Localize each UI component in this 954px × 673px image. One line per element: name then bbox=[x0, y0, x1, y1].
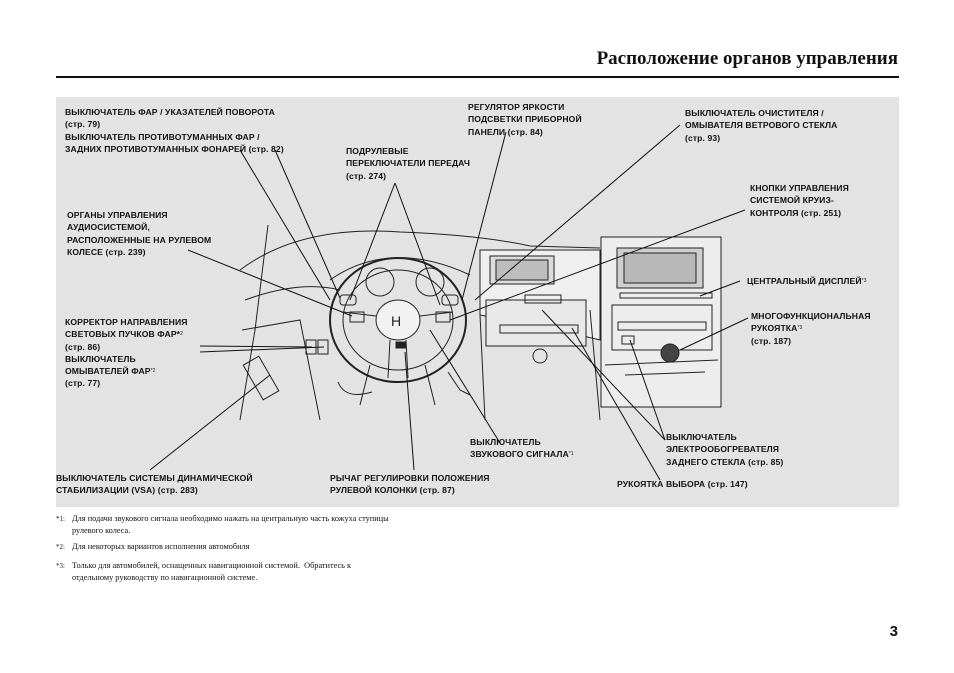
page-title: Расположение органов управления bbox=[596, 48, 898, 69]
footnote-mark: *3: bbox=[56, 562, 65, 570]
footnote-mark: *1: bbox=[56, 515, 65, 523]
footnote-text: Только для автомобилей, оснащенных навиг… bbox=[72, 561, 352, 582]
page-number: 3 bbox=[889, 623, 898, 640]
label-audio-controls: ОРГАНЫ УПРАВЛЕНИЯ АУДИОСИСТЕМОЙ, РАСПОЛО… bbox=[67, 210, 212, 257]
label-selector-knob: РУКОЯТКА ВЫБОРА (стр. 147) bbox=[617, 479, 748, 489]
label-vsa-switch: ВЫКЛЮЧАТЕЛЬ СИСТЕМЫ ДИНАМИЧЕСКОЙ СТАБИЛИ… bbox=[56, 473, 253, 496]
footnote-text: Для некоторых вариантов исполнения автом… bbox=[72, 542, 250, 551]
label-brightness-control: РЕГУЛЯТОР ЯРКОСТИ ПОДСВЕТКИ ПРИБОРНОЙ ПА… bbox=[468, 102, 582, 137]
label-cruise-buttons: КНОПКИ УПРАВЛЕНИЯ СИСТЕМОЙ КРУИЗ- КОНТРО… bbox=[750, 183, 849, 218]
label-headlight-leveler: КОРРЕКТОР НАПРАВЛЕНИЯ СВЕТОВЫХ ПУЧКОВ ФА… bbox=[65, 317, 188, 389]
label-multifunction-knob: МНОГОФУНКЦИОНАЛЬНАЯ РУКОЯТКА*3 (стр. 187… bbox=[751, 311, 871, 346]
label-center-display: ЦЕНТРАЛЬНЫЙ ДИСПЛЕЙ*3 bbox=[747, 276, 867, 286]
label-tilt-lever: РЫЧАГ РЕГУЛИРОВКИ ПОЛОЖЕНИЯ РУЛЕВОЙ КОЛО… bbox=[330, 473, 490, 496]
label-headlight-switch: ВЫКЛЮЧАТЕЛЬ ФАР / УКАЗАТЕЛЕЙ ПОВОРОТА (с… bbox=[65, 107, 284, 154]
footnote-3: *3: Только для автомобилей, оснащенных н… bbox=[56, 560, 486, 586]
footnote-1: *1: Для подачи звукового сигнала необход… bbox=[56, 513, 486, 539]
label-horn: ВЫКЛЮЧАТЕЛЬ ЗВУКОВОГО СИГНАЛА*1 bbox=[470, 437, 574, 460]
title-rule bbox=[56, 76, 899, 78]
illustration-panel bbox=[56, 97, 899, 507]
svg-text:H: H bbox=[391, 313, 401, 329]
label-paddle-shifters: ПОДРУЛЕВЫЕ ПЕРЕКЛЮЧАТЕЛИ ПЕРЕДАЧ (стр. 2… bbox=[346, 146, 470, 181]
label-wiper-switch: ВЫКЛЮЧАТЕЛЬ ОЧИСТИТЕЛЯ / ОМЫВАТЕЛЯ ВЕТРО… bbox=[685, 108, 838, 143]
label-rear-defroster: ВЫКЛЮЧАТЕЛЬ ЭЛЕКТРООБОГРЕВАТЕЛЯ ЗАДНЕГО … bbox=[666, 432, 784, 467]
footnote-text: Для подачи звукового сигнала необходимо … bbox=[72, 514, 389, 535]
footnote-mark: *2: bbox=[56, 543, 65, 551]
footnote-2: *2: Для некоторых вариантов исполнения а… bbox=[56, 541, 486, 555]
